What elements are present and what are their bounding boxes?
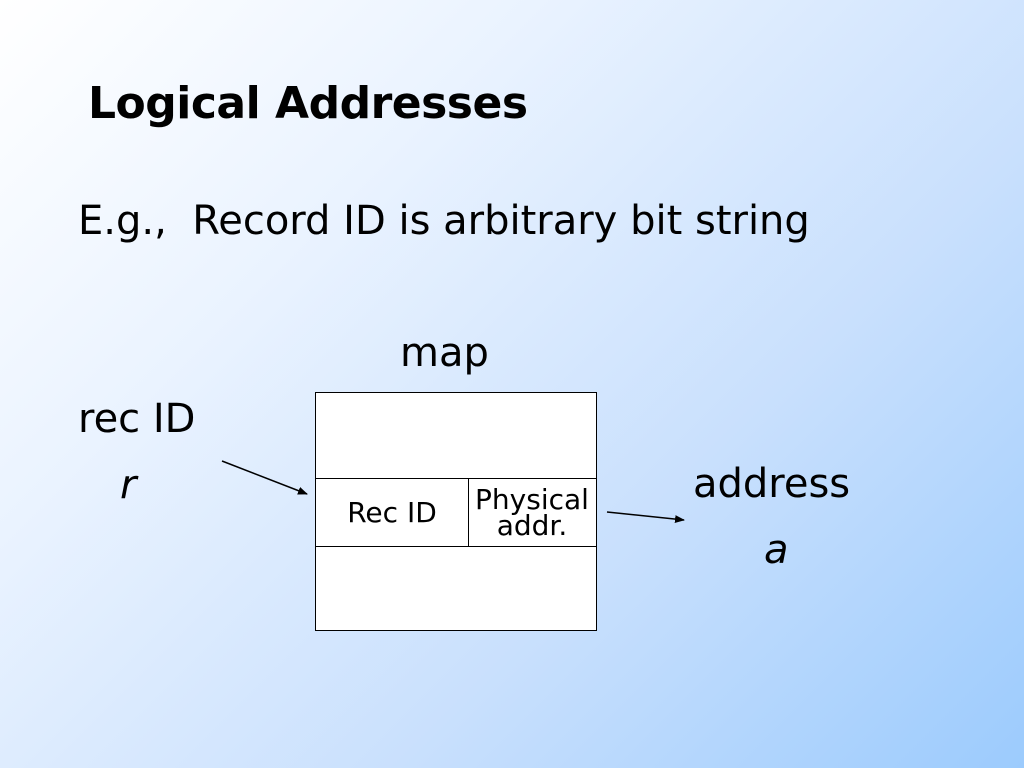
body-text: E.g., Record ID is arbitrary bit string <box>78 198 810 244</box>
map-table-rec-id-cell: Rec ID <box>316 479 469 546</box>
arrow-r-to-map <box>221 460 308 495</box>
map-label: map <box>400 330 489 376</box>
rec-id-cell-text: Rec ID <box>347 496 437 529</box>
map-table-row-entry: Rec ID Physical addr. <box>316 479 596 547</box>
rec-id-label: rec ID <box>78 396 196 442</box>
slide-title: Logical Addresses <box>88 78 528 129</box>
map-table-row-bottom <box>316 547 596 629</box>
map-table-row-top <box>316 393 596 479</box>
a-variable-label: a <box>764 527 789 573</box>
arrow-map-to-address <box>606 511 685 524</box>
physical-cell-line1: Physical <box>475 482 589 516</box>
r-variable-label: r <box>120 462 137 508</box>
address-label: address <box>693 461 851 507</box>
map-table: Rec ID Physical addr. <box>315 392 597 631</box>
physical-cell-line2: addr. <box>496 508 568 542</box>
map-table-physical-addr-cell: Physical addr. <box>469 479 595 546</box>
